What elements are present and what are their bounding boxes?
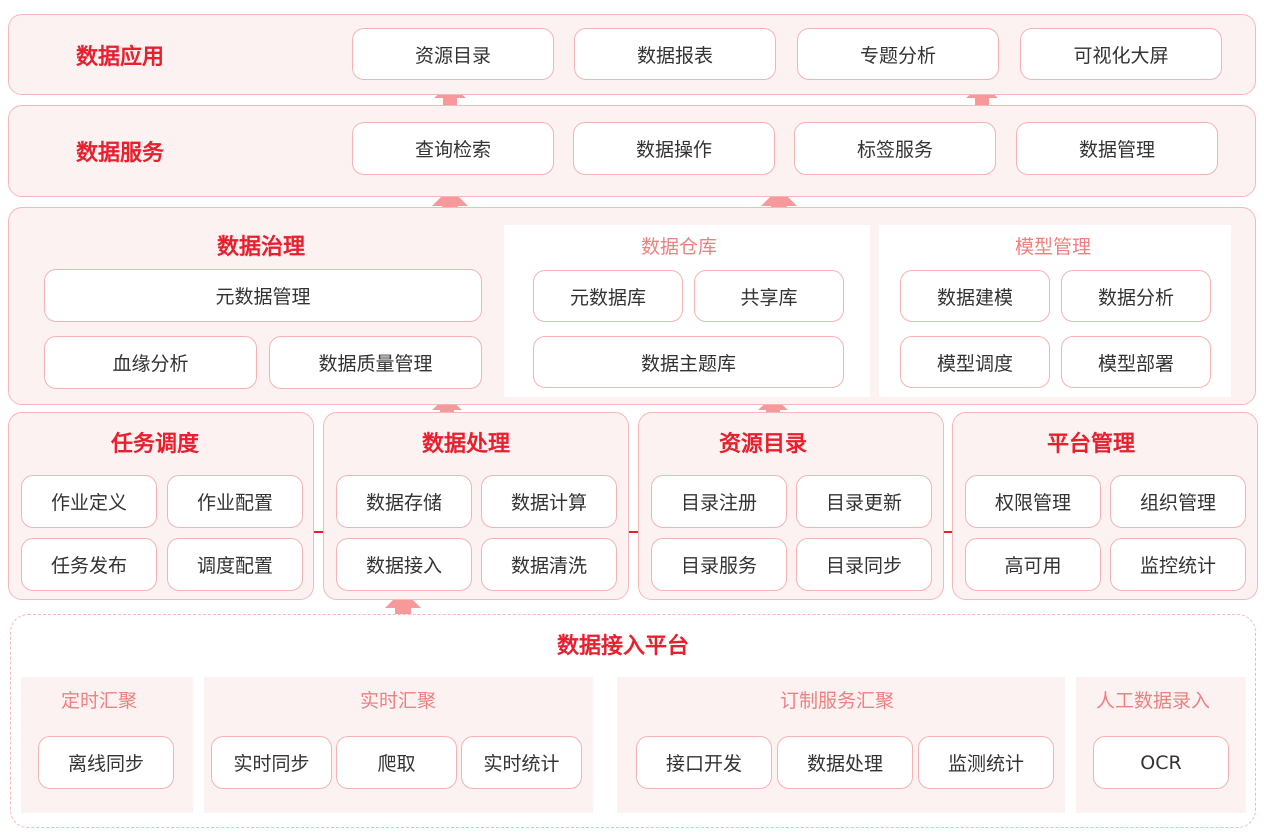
governance-title: 数据治理 bbox=[217, 235, 306, 260]
ingest-item-data-processing[interactable]: 数据处理 bbox=[777, 736, 913, 789]
model-item-deploy[interactable]: 模型部署 bbox=[1061, 336, 1211, 388]
app-layer-title: 数据应用 bbox=[76, 45, 165, 70]
scheduling-item-job-def[interactable]: 作业定义 bbox=[21, 475, 157, 528]
ingest-group-manual-title: 人工数据录入 bbox=[1096, 690, 1211, 712]
service-layer-title: 数据服务 bbox=[76, 141, 165, 166]
service-item-tag[interactable]: 标签服务 bbox=[794, 122, 996, 175]
ingest-item-offline-sync[interactable]: 离线同步 bbox=[38, 736, 174, 789]
ingest-item-ocr[interactable]: OCR bbox=[1093, 736, 1229, 789]
processing-item-compute[interactable]: 数据计算 bbox=[481, 475, 617, 528]
scheduling-title: 任务调度 bbox=[111, 432, 200, 457]
governance-layer-panel: 数据治理 元数据管理 血缘分析 数据质量管理 数据仓库 元数据库 共享库 数据主… bbox=[8, 207, 1256, 405]
ingest-item-crawl[interactable]: 爬取 bbox=[336, 736, 457, 789]
catalog-item-register[interactable]: 目录注册 bbox=[651, 475, 787, 528]
warehouse-item-metadb[interactable]: 元数据库 bbox=[533, 270, 683, 322]
warehouse-panel: 数据仓库 元数据库 共享库 数据主题库 bbox=[504, 225, 870, 397]
processing-item-ingest[interactable]: 数据接入 bbox=[336, 538, 472, 591]
app-item-resource-catalog[interactable]: 资源目录 bbox=[352, 28, 554, 80]
ingest-platform-title: 数据接入平台 bbox=[557, 634, 690, 659]
app-item-big-screen[interactable]: 可视化大屏 bbox=[1020, 28, 1222, 80]
scheduling-item-job-config[interactable]: 作业配置 bbox=[167, 475, 303, 528]
platform-title: 平台管理 bbox=[1047, 432, 1136, 457]
catalog-item-update[interactable]: 目录更新 bbox=[796, 475, 932, 528]
model-item-analysis[interactable]: 数据分析 bbox=[1061, 270, 1211, 322]
ingest-group-scheduled-title: 定时汇聚 bbox=[61, 690, 138, 712]
service-item-operation[interactable]: 数据操作 bbox=[573, 122, 775, 175]
model-panel: 模型管理 数据建模 数据分析 模型调度 模型部署 bbox=[879, 225, 1231, 397]
app-layer-panel: 数据应用 资源目录 数据报表 专题分析 可视化大屏 bbox=[8, 14, 1256, 95]
ingest-group-manual: 人工数据录入 OCR bbox=[1076, 677, 1246, 813]
warehouse-title: 数据仓库 bbox=[641, 236, 718, 258]
service-item-management[interactable]: 数据管理 bbox=[1016, 122, 1218, 175]
ingest-group-scheduled: 定时汇聚 离线同步 bbox=[21, 677, 193, 813]
catalog-item-service[interactable]: 目录服务 bbox=[651, 538, 787, 591]
model-item-scheduling[interactable]: 模型调度 bbox=[900, 336, 1050, 388]
scheduling-item-sched-config[interactable]: 调度配置 bbox=[167, 538, 303, 591]
ingest-group-custom-title: 订制服务汇聚 bbox=[780, 690, 895, 712]
catalog-panel: 资源目录 目录注册 目录更新 目录服务 目录同步 bbox=[638, 412, 944, 600]
platform-item-monitor[interactable]: 监控统计 bbox=[1110, 538, 1246, 591]
model-item-modeling[interactable]: 数据建模 bbox=[900, 270, 1050, 322]
platform-item-ha[interactable]: 高可用 bbox=[965, 538, 1101, 591]
governance-item-quality[interactable]: 数据质量管理 bbox=[269, 336, 482, 389]
ingest-item-monitor-stats[interactable]: 监测统计 bbox=[918, 736, 1054, 789]
processing-item-storage[interactable]: 数据存储 bbox=[336, 475, 472, 528]
ingest-item-api-dev[interactable]: 接口开发 bbox=[636, 736, 772, 789]
ingest-group-realtime: 实时汇聚 实时同步 爬取 实时统计 bbox=[204, 677, 593, 813]
ingest-item-realtime-stats[interactable]: 实时统计 bbox=[461, 736, 582, 789]
processing-item-cleanse[interactable]: 数据清洗 bbox=[481, 538, 617, 591]
app-item-data-report[interactable]: 数据报表 bbox=[574, 28, 776, 80]
app-item-topic-analysis[interactable]: 专题分析 bbox=[797, 28, 999, 80]
processing-panel: 数据处理 数据存储 数据计算 数据接入 数据清洗 bbox=[323, 412, 629, 600]
platform-item-permission[interactable]: 权限管理 bbox=[965, 475, 1101, 528]
scheduling-panel: 任务调度 作业定义 作业配置 任务发布 调度配置 bbox=[8, 412, 314, 600]
warehouse-item-sharedb[interactable]: 共享库 bbox=[694, 270, 844, 322]
model-title: 模型管理 bbox=[1015, 236, 1092, 258]
ingest-item-realtime-sync[interactable]: 实时同步 bbox=[211, 736, 332, 789]
platform-item-organization[interactable]: 组织管理 bbox=[1110, 475, 1246, 528]
platform-panel: 平台管理 权限管理 组织管理 高可用 监控统计 bbox=[952, 412, 1258, 600]
service-layer-panel: 数据服务 查询检索 数据操作 标签服务 数据管理 bbox=[8, 105, 1256, 197]
ingest-group-custom: 订制服务汇聚 接口开发 数据处理 监测统计 bbox=[617, 677, 1065, 813]
governance-item-lineage[interactable]: 血缘分析 bbox=[44, 336, 257, 389]
processing-title: 数据处理 bbox=[422, 432, 511, 457]
warehouse-item-topicdb[interactable]: 数据主题库 bbox=[533, 336, 844, 388]
ingest-group-realtime-title: 实时汇聚 bbox=[360, 690, 437, 712]
service-item-query[interactable]: 查询检索 bbox=[352, 122, 554, 175]
scheduling-item-publish[interactable]: 任务发布 bbox=[21, 538, 157, 591]
catalog-item-sync[interactable]: 目录同步 bbox=[796, 538, 932, 591]
ingest-platform-panel: 数据接入平台 定时汇聚 离线同步 实时汇聚 实时同步 爬取 实时统计 订制服务汇… bbox=[10, 614, 1256, 828]
governance-item-metadata[interactable]: 元数据管理 bbox=[44, 269, 482, 322]
catalog-title: 资源目录 bbox=[719, 432, 808, 457]
